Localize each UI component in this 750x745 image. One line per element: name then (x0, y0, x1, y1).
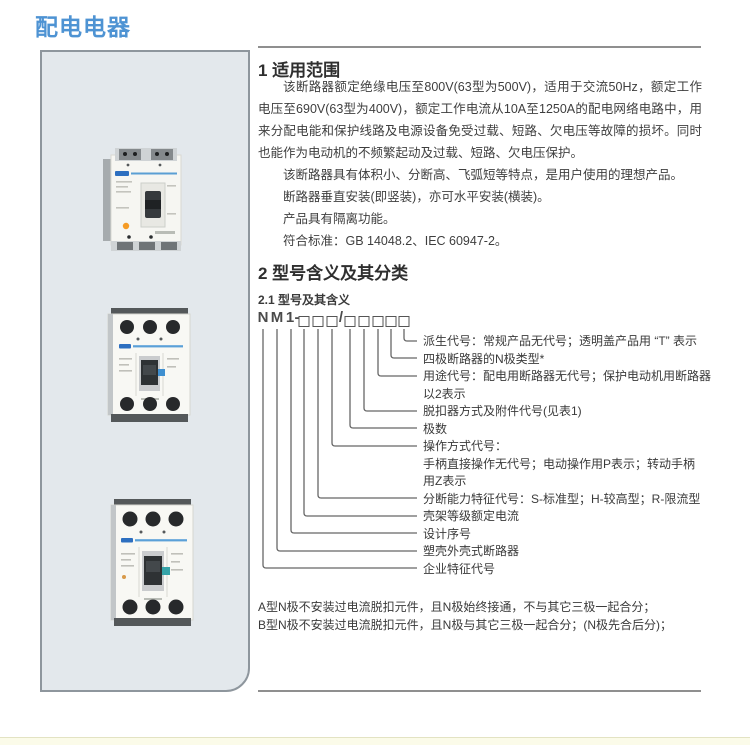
model-code-explanation-line: 派生代号：常规产品无代号；透明盖产品用 “T” 表示 (423, 334, 697, 348)
model-code-explanation-line: 四极断路器的N极类型* (423, 351, 545, 366)
content-bottom-rule (258, 690, 701, 692)
note-b-type: B型N极不安装过电流脱扣元件，且N极与其它三极一起合分；(N极先合后分)； (258, 618, 672, 632)
content-top-rule (258, 46, 701, 48)
model-code-explanation-line: 壳架等级额定电流 (423, 509, 520, 523)
model-code-box (372, 316, 384, 327)
model-code-char: / (338, 309, 344, 326)
model-code-char: M (270, 309, 284, 326)
paragraph: 断路器垂直安装(即竖装)，亦可水平安装(横装)。 (283, 190, 550, 204)
model-code-char: 1 (285, 309, 295, 326)
section-2-1-subheading: 2.1 型号及其含义 (258, 293, 351, 307)
model-code-char: N (257, 309, 269, 326)
model-code-box (326, 316, 338, 327)
model-code-box (344, 316, 356, 327)
model-code-explanation-line: 用途代号：配电用断路器无代号；保护电动机用断路器 (423, 369, 712, 383)
model-code-explanation-line: 极数 (423, 421, 448, 436)
paragraph: 符合标准：GB 14048.2、IEC 60947-2。 (283, 234, 508, 248)
paragraph: 该断路器额定绝缘电压至800V(63型为500V)，适用于交流50Hz，额定工作… (258, 80, 702, 160)
model-code-explanation-line: 操作方式代号： (423, 439, 508, 453)
mccb-product-image-3 (110, 499, 194, 626)
model-code-box (358, 316, 370, 327)
section-1-heading: 1 适用范围 (258, 61, 341, 80)
note-a-type: A型N极不安装过电流脱扣元件，且N极始终接通，不与其它三极一起合分； (258, 600, 656, 614)
section-1-body: 该断路器额定绝缘电压至800V(63型为500V)，适用于交流50Hz，额定工作… (258, 76, 702, 252)
model-code-explanation-line: 分断能力特征代号：S-标准型；H-较高型；R-限流型 (423, 491, 701, 506)
mccb-product-image-2 (107, 308, 191, 422)
model-code-explanations: 派生代号：常规产品无代号；透明盖产品用 “T” 表示四极断路器的N极类型* 用途代… (423, 333, 713, 578)
model-code-box (385, 316, 397, 327)
model-code-explanation-line: 塑壳外壳式断路器 (423, 544, 520, 558)
model-code-char: - (294, 309, 300, 326)
model-code-explanation-line: 以2表示 (423, 386, 466, 401)
model-code-explanation-line: 用Z表示 (423, 474, 467, 488)
pole-type-notes: A型N极不安装过电流脱扣元件，且N极始终接通，不与其它三极一起合分； B型N极不… (258, 598, 702, 634)
model-code-explanation-line: 脱扣器方式及附件代号(见表1) (423, 404, 582, 418)
page-footer-strip (0, 737, 750, 745)
model-code-explanation-line: 企业特征代号 (423, 561, 496, 576)
paragraph: 产品具有隔离功能。 (283, 212, 396, 226)
model-code-explanation-line: 手柄直接操作无代号；电动操作用P表示；转动手柄 (423, 456, 696, 471)
paragraph: 该断路器具有体积小、分断高、飞弧短等特点，是用户使用的理想产品。 (283, 168, 684, 182)
model-code-box (398, 316, 410, 327)
model-code-box (298, 316, 310, 327)
mccb-product-image-1 (103, 148, 182, 251)
product-photo-panel (40, 50, 250, 692)
model-code-box (312, 316, 324, 327)
section-2-heading: 2 型号含义及其分类 (258, 264, 409, 283)
model-code-explanation-line: 设计序号 (423, 526, 472, 541)
page-title: 配电电器 (35, 14, 131, 40)
